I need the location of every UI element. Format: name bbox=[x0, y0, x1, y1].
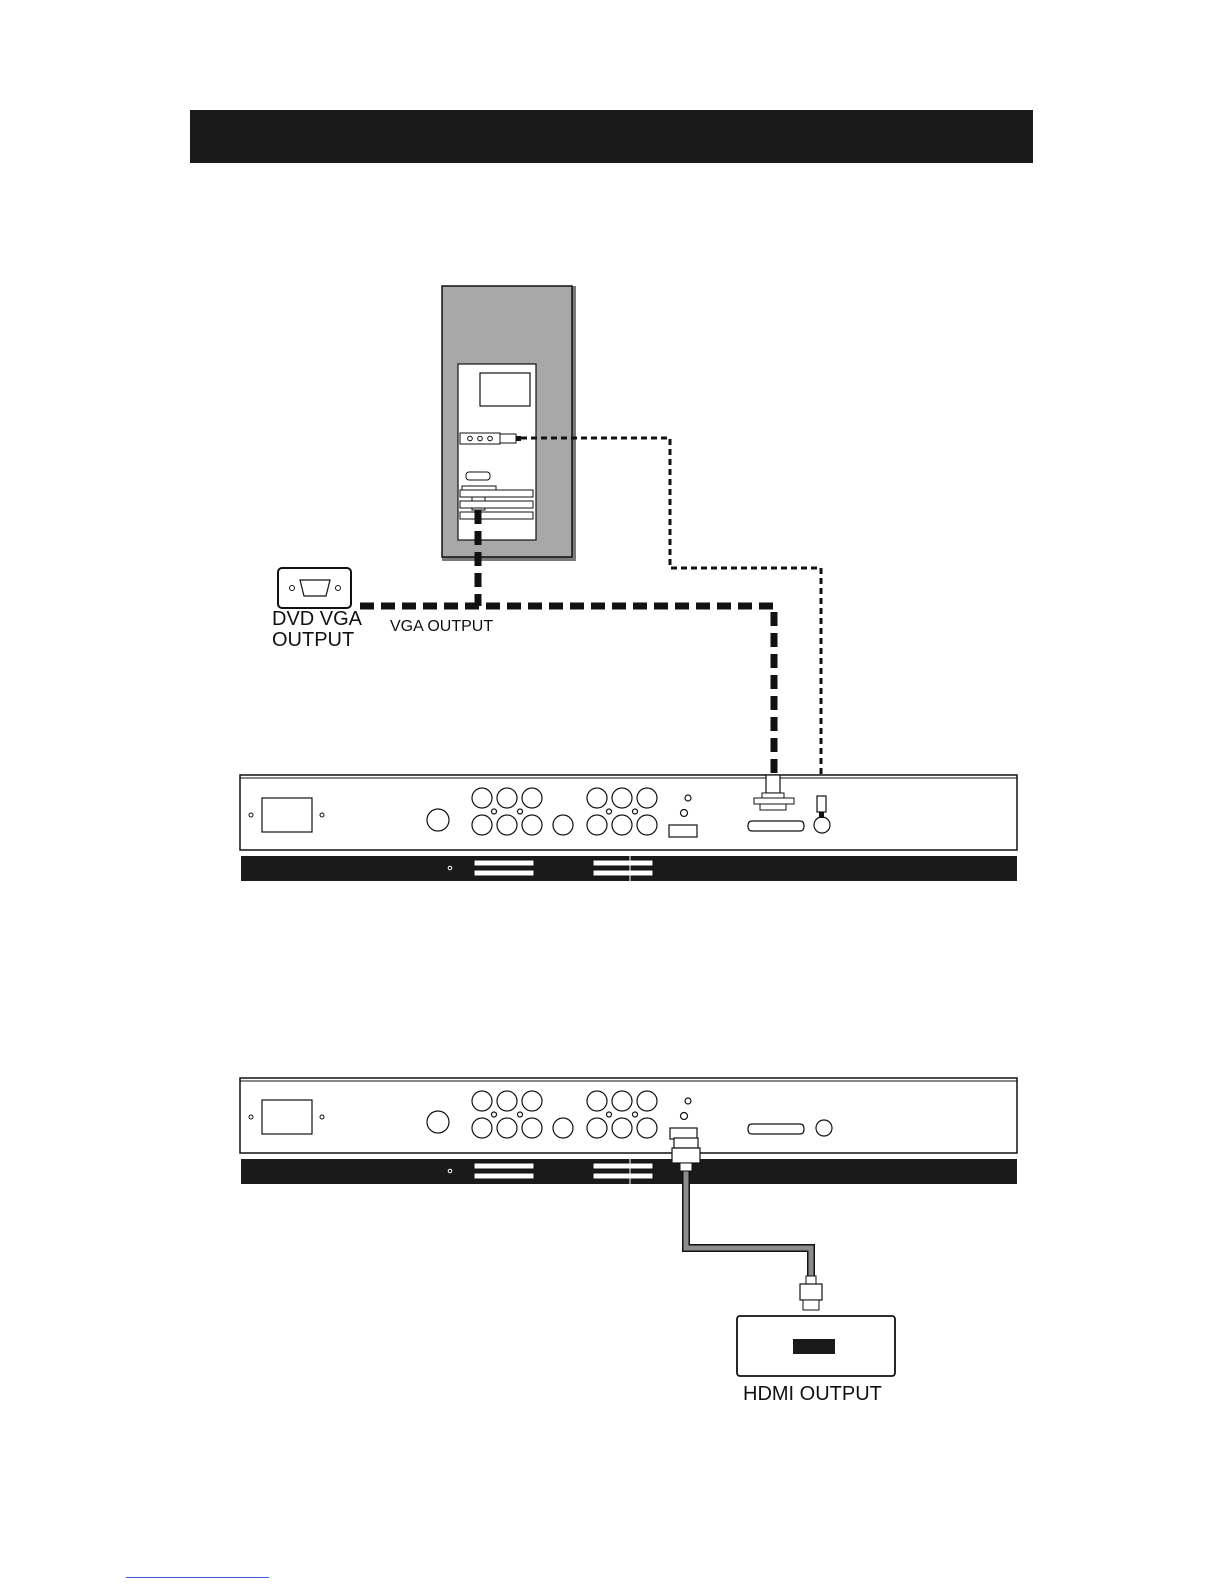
dvd-vga-label-line2: OUTPUT bbox=[272, 629, 354, 651]
hdmi-output-label: HDMI OUTPUT bbox=[743, 1383, 882, 1405]
tv-rear-panel-top bbox=[240, 775, 1017, 881]
dvd-vga-output-device bbox=[278, 568, 351, 608]
pc-tower bbox=[442, 286, 576, 561]
hdmi-output-device bbox=[737, 1316, 895, 1376]
vga-output-label: VGA OUTPUT bbox=[390, 618, 493, 635]
tv-rear-panel-bottom bbox=[240, 1078, 1017, 1184]
dvd-vga-label-line1: DVD VGA bbox=[272, 608, 363, 630]
footer-rule bbox=[126, 1577, 269, 1578]
pc-audio-card-slot bbox=[460, 433, 521, 444]
